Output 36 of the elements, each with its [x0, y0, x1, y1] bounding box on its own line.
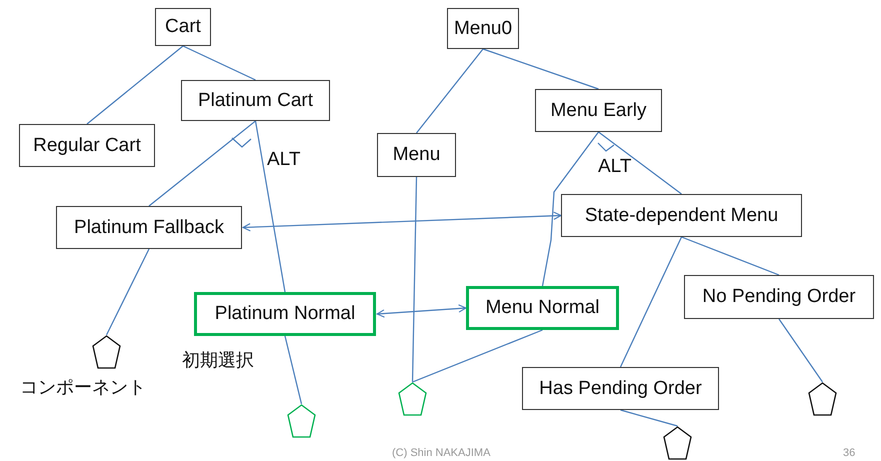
connector-line [412, 329, 543, 383]
feature-box: Menu Early [535, 89, 662, 132]
copyright-text: (C) Shin NAKAJIMA [392, 447, 490, 459]
feature-box: Regular Cart [19, 124, 155, 167]
connector-line [86, 46, 184, 124]
connector-line [598, 132, 682, 194]
alt-label: ALT [267, 149, 300, 171]
feature-box: No Pending Order [684, 275, 874, 319]
connector-line [620, 236, 682, 368]
feature-box: Menu0 [447, 8, 519, 49]
feature-box: Menu Normal [466, 286, 619, 330]
alt-label: ALT [598, 156, 632, 178]
connector-line [542, 132, 599, 286]
connector-line [412, 176, 418, 382]
feature-box: Cart [155, 8, 211, 46]
page-number: 36 [843, 447, 856, 459]
connector-line [284, 336, 302, 404]
feature-box: State-dependent Menu [561, 194, 802, 237]
connector-line [148, 120, 256, 206]
arrow [242, 212, 562, 232]
connector-line [681, 236, 780, 276]
feature-box: Menu [377, 133, 456, 177]
feature-box: Has Pending Order [522, 367, 719, 410]
connector-line [482, 48, 599, 90]
connector-line [620, 409, 678, 427]
connector-line [254, 120, 286, 292]
connector-line [416, 48, 484, 134]
connector-line [778, 318, 823, 382]
feature-box: Platinum Fallback [56, 206, 242, 249]
caption-text: 初期選択 [182, 349, 254, 372]
connector-line [106, 248, 150, 336]
connector-line [182, 45, 256, 81]
feature-box: Platinum Cart [181, 80, 330, 121]
caption-text: コンポーネント [20, 376, 146, 399]
arrow [376, 304, 467, 318]
feature-box: Platinum Normal [194, 292, 376, 336]
